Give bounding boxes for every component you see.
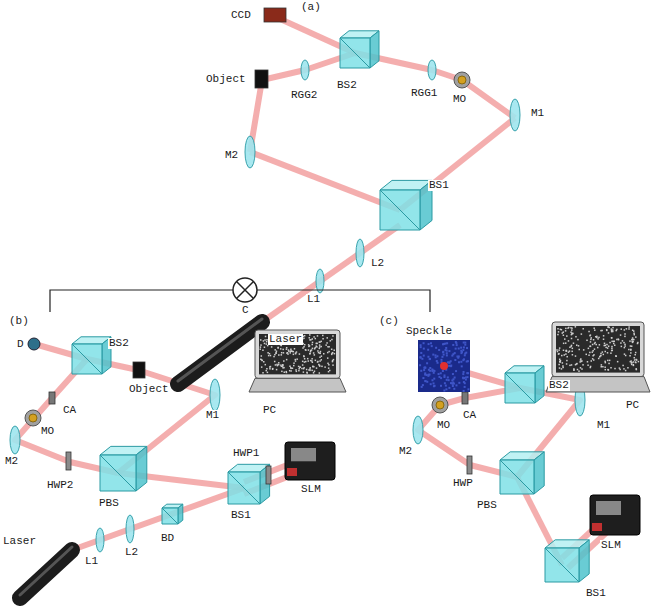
part-label: BS1 — [428, 180, 450, 191]
part-label: C — [241, 305, 250, 316]
part-label: RGG1 — [410, 88, 438, 99]
detector — [28, 338, 40, 350]
circular-aperture — [49, 392, 55, 404]
ccd-camera — [264, 8, 286, 22]
beam-splitter-cube — [505, 366, 544, 403]
part-label: BS1 — [230, 510, 252, 521]
part-label: CA — [62, 405, 77, 416]
object — [255, 70, 268, 88]
ground-glass — [301, 60, 309, 80]
lens — [96, 528, 104, 552]
part-label: D — [16, 339, 25, 350]
mirror — [413, 416, 423, 444]
part-label: HWP — [452, 478, 474, 489]
mirror — [10, 426, 20, 454]
part-label: M2 — [398, 446, 413, 457]
optical-parts — [10, 8, 650, 598]
part-label: Laser — [2, 536, 37, 547]
part-label: BS2 — [336, 80, 358, 91]
half-wave-plate — [266, 466, 271, 484]
part-label: M1 — [530, 108, 545, 119]
laser-beam — [262, 225, 400, 322]
laser-beam — [250, 53, 355, 152]
part-label: (c) — [378, 316, 400, 327]
part-label: HWP1 — [232, 448, 260, 459]
part-label: MO — [436, 420, 451, 431]
part-label: CA — [462, 410, 477, 421]
microscope-objective — [432, 397, 448, 413]
part-label: Object — [205, 74, 247, 85]
speckle-pattern — [418, 340, 470, 392]
laser-beams — [15, 18, 618, 568]
beam-splitter-cube — [380, 180, 432, 230]
spatial-light-modulator — [285, 442, 335, 480]
part-label: M1 — [596, 420, 611, 431]
part-label: BS2 — [548, 380, 570, 391]
beam-splitter-cube — [162, 504, 183, 524]
part-label: MO — [452, 94, 467, 105]
part-label: SLM — [300, 484, 322, 495]
beam-splitter-cube — [72, 337, 111, 374]
part-label: (b) — [8, 316, 30, 327]
part-label: PC — [625, 400, 640, 411]
laser-source — [178, 319, 262, 384]
beam-splitter-cube — [100, 446, 147, 491]
laser-beam — [355, 53, 515, 118]
part-label: CCD — [230, 10, 252, 21]
part-label: M1 — [205, 410, 220, 421]
computer — [546, 322, 650, 392]
beam-splitter-cube — [545, 540, 589, 582]
part-label: Laser — [268, 334, 303, 345]
part-label: PBS — [98, 498, 120, 509]
part-label: M2 — [224, 150, 239, 161]
part-label: L2 — [124, 547, 139, 558]
correlator-bracket — [50, 278, 430, 312]
beam-splitter-cube — [228, 464, 270, 504]
part-label: Object — [128, 384, 170, 395]
microscope-objective — [25, 410, 41, 426]
mirror — [210, 379, 220, 411]
part-label: Speckle — [405, 326, 453, 337]
laser-source — [20, 547, 72, 598]
object — [133, 362, 145, 378]
beam-splitter-cube — [500, 452, 544, 494]
part-label: L2 — [370, 258, 385, 269]
part-label: HWP2 — [46, 480, 74, 491]
half-wave-plate — [66, 452, 71, 470]
part-label: PC — [262, 405, 277, 416]
laser-beam — [250, 152, 400, 210]
spatial-light-modulator — [590, 495, 640, 535]
part-label: BD — [160, 533, 175, 544]
part-label: (a) — [300, 2, 322, 13]
mirror — [510, 99, 520, 131]
part-label: BS2 — [108, 338, 130, 349]
part-label: L1 — [306, 294, 321, 305]
part-label: L1 — [84, 556, 99, 567]
half-wave-plate — [467, 456, 472, 474]
mirror — [245, 136, 255, 168]
circular-aperture — [462, 392, 468, 404]
part-label: RGG2 — [290, 90, 318, 101]
microscope-objective — [454, 72, 470, 88]
lens — [126, 515, 134, 543]
part-label: MO — [40, 426, 55, 437]
ground-glass — [428, 60, 436, 80]
computer — [249, 330, 346, 392]
part-label: SLM — [600, 540, 622, 551]
part-label: M2 — [4, 456, 19, 467]
part-label: PBS — [476, 500, 498, 511]
lens — [356, 239, 364, 267]
beam-splitter-cube — [340, 31, 379, 68]
part-label: BS1 — [585, 588, 607, 599]
